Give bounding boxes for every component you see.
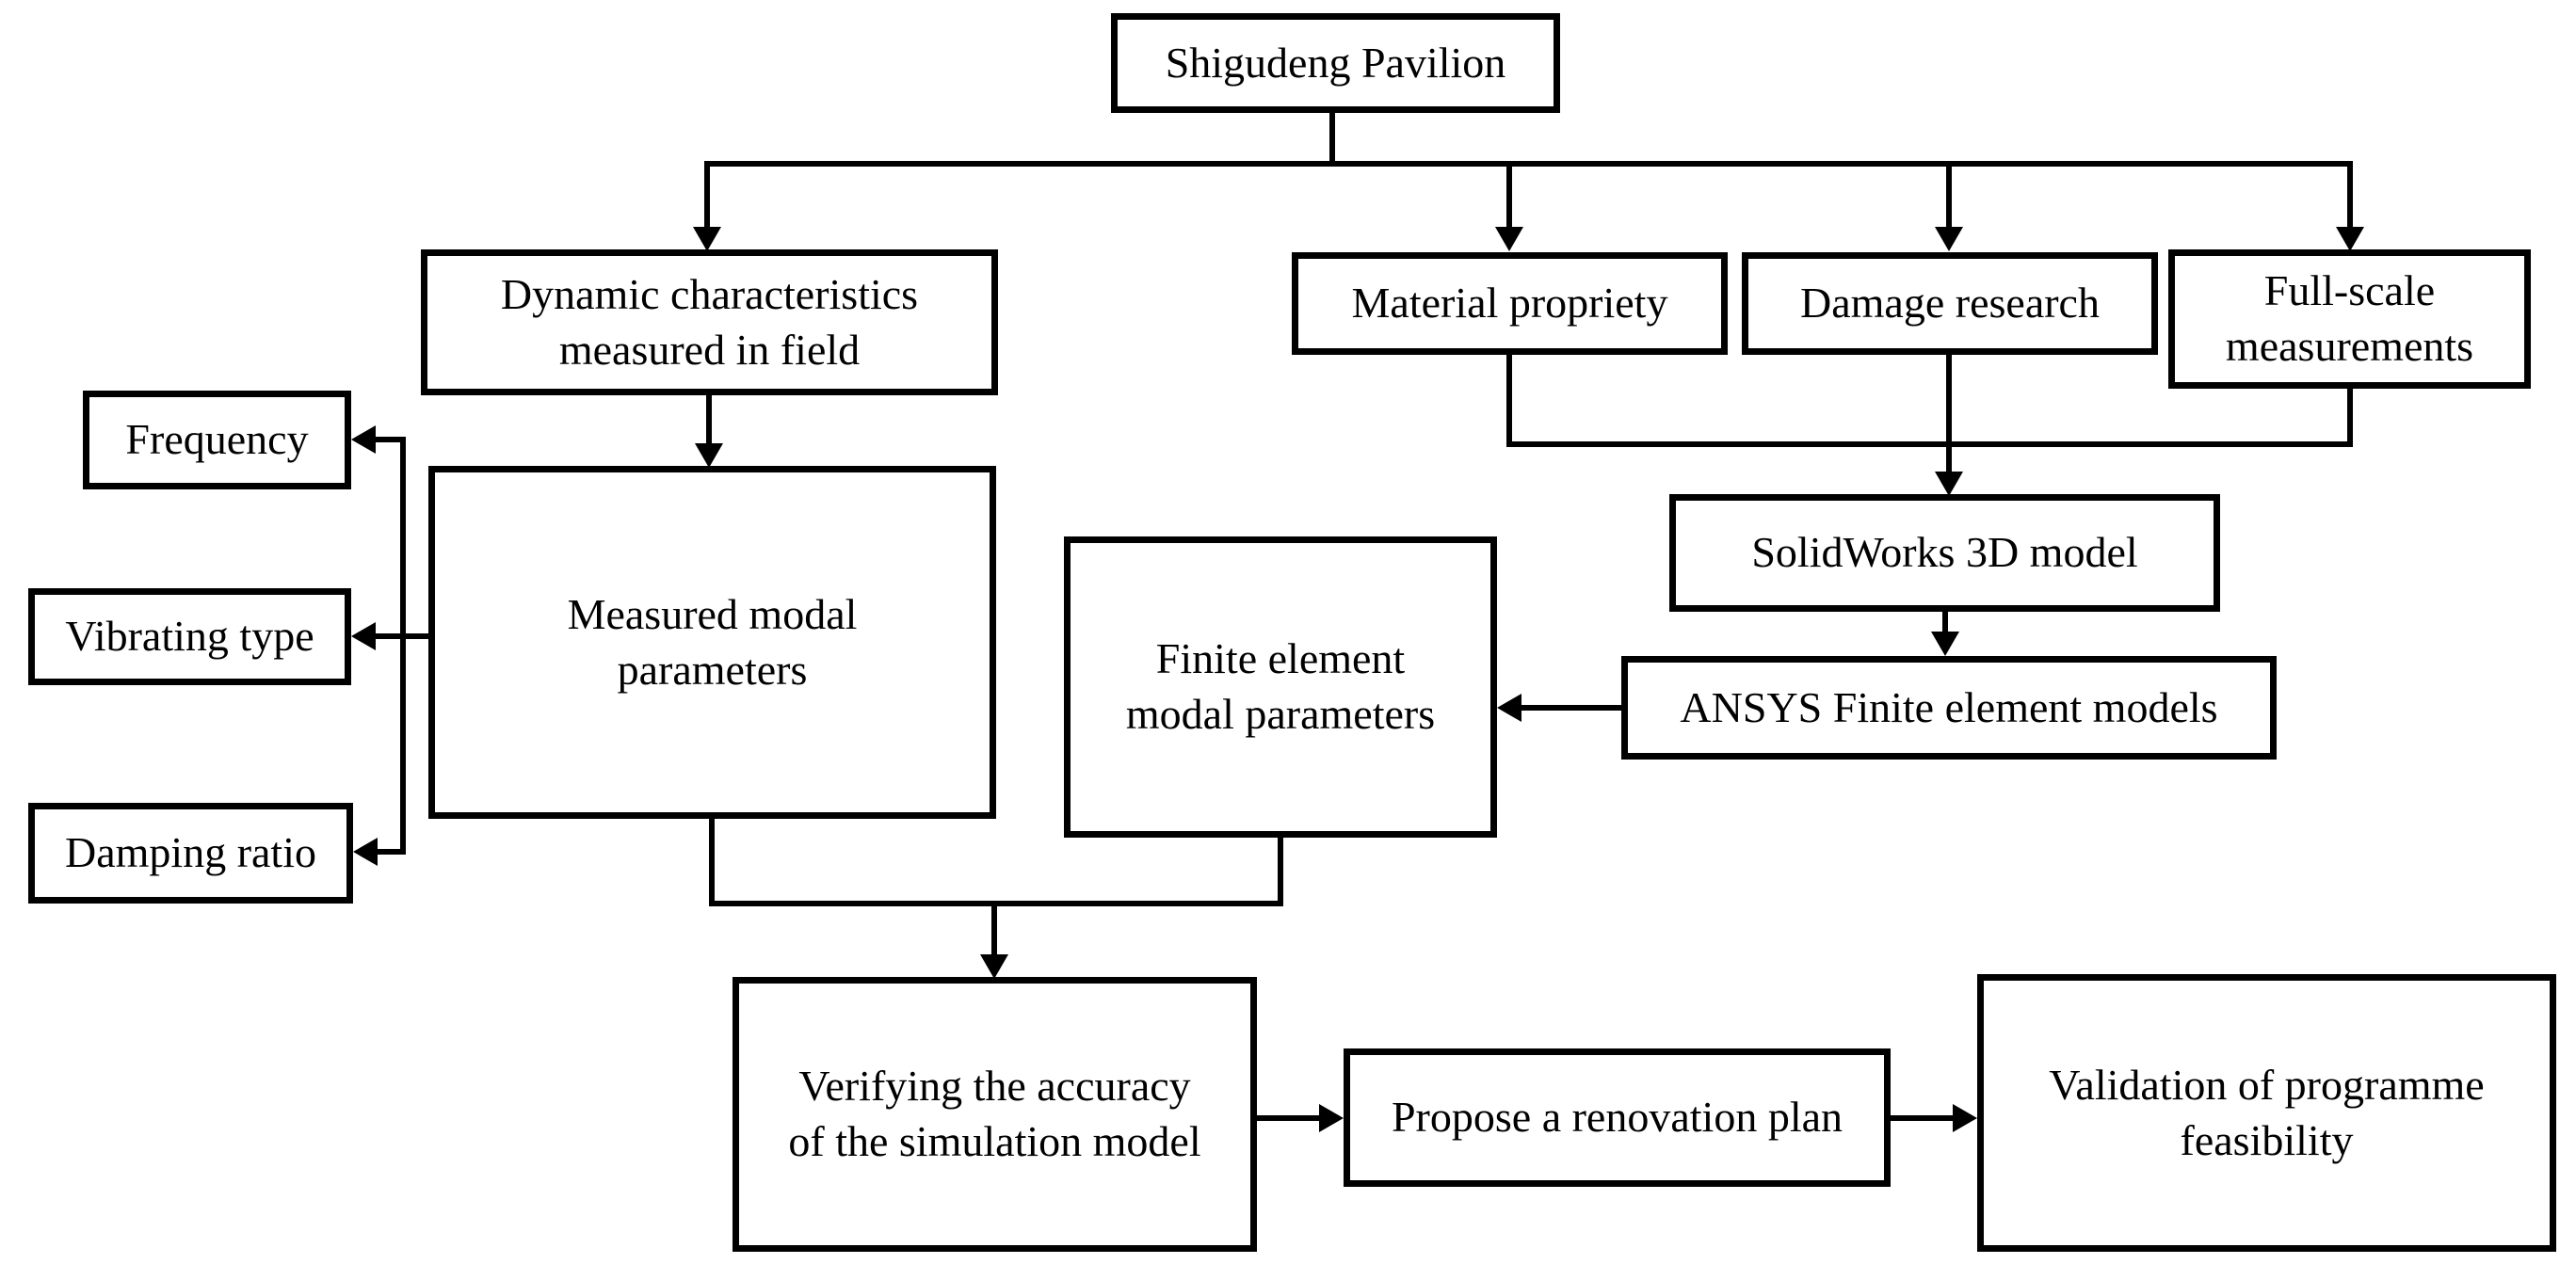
arrowhead-to-dynamic — [693, 227, 721, 251]
connector-to-fullscale — [2347, 161, 2353, 227]
node-verifying-accuracy: Verifying the accuracy of the simulation… — [733, 977, 1257, 1252]
arrowhead-to-vibrating — [351, 622, 376, 650]
connector-finite-down — [1278, 838, 1283, 906]
connector-measured-down — [709, 819, 715, 906]
connector-to-verifying — [991, 901, 997, 954]
node-frequency: Frequency — [83, 391, 351, 489]
connector-fullscale-down — [2347, 389, 2353, 447]
connector-to-damage — [1946, 167, 1952, 227]
connector-solidworks-to-ansys — [1942, 612, 1948, 633]
arrowhead-to-material — [1495, 227, 1523, 251]
arrowhead-to-fullscale — [2336, 227, 2364, 251]
connector-dynamic-to-measured — [706, 395, 712, 443]
node-damage-research: Damage research — [1742, 252, 2158, 355]
node-damping-ratio: Damping ratio — [28, 803, 353, 904]
connector-to-frequency — [376, 437, 406, 442]
arrowhead-to-ansys — [1931, 632, 1959, 656]
connector-to-material — [1506, 167, 1512, 227]
connector-to-vibrating — [376, 633, 428, 639]
arrowhead-to-validation — [1953, 1104, 1977, 1132]
node-full-scale-measurements: Full-scale measurements — [2168, 249, 2531, 389]
arrowhead-to-verifying — [980, 954, 1008, 979]
node-ansys-finite-element-models: ANSYS Finite element models — [1621, 656, 2277, 760]
connector-verifying-to-propose — [1257, 1115, 1321, 1121]
arrowhead-to-measured — [695, 443, 723, 468]
node-finite-element-modal-parameters: Finite element modal parameters — [1064, 536, 1497, 838]
node-validation-programme-feasibility: Validation of programme feasibility — [1977, 974, 2556, 1252]
arrowhead-to-finite — [1497, 694, 1521, 722]
connector-to-dynamic — [704, 161, 710, 227]
connector-propose-to-validation — [1891, 1115, 1955, 1121]
arrowhead-to-propose — [1319, 1104, 1344, 1132]
connector-material-down — [1506, 355, 1512, 447]
connector-left-branch-vertical — [400, 437, 406, 855]
connector-to-solidworks — [1946, 355, 1952, 472]
node-dynamic-characteristics: Dynamic characteristics measured in fiel… — [421, 249, 998, 395]
node-solidworks-3d-model: SolidWorks 3D model — [1669, 494, 2220, 612]
arrowhead-to-damping — [353, 838, 378, 866]
arrowhead-to-frequency — [351, 425, 376, 454]
node-shigudeng-pavilion: Shigudeng Pavilion — [1111, 13, 1560, 113]
connector-shigudeng-stem — [1329, 113, 1335, 164]
connector-to-damping — [376, 849, 406, 855]
node-measured-modal-parameters: Measured modal parameters — [428, 466, 996, 819]
arrowhead-to-solidworks — [1935, 472, 1963, 496]
connector-ansys-to-finite — [1521, 705, 1621, 711]
connector-right-collector — [1506, 441, 2353, 447]
node-propose-renovation-plan: Propose a renovation plan — [1344, 1048, 1891, 1187]
node-material-propriety: Material propriety — [1292, 252, 1728, 355]
arrowhead-to-damage — [1935, 227, 1963, 251]
node-vibrating-type: Vibrating type — [28, 588, 351, 685]
connector-top-distribution — [704, 161, 2353, 167]
